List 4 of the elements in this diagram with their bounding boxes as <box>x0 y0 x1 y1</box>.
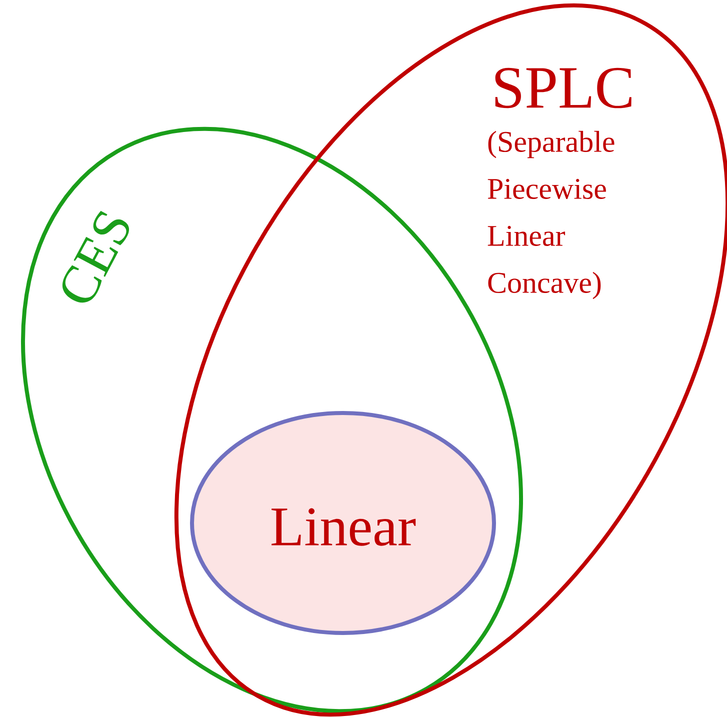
set-label: CES <box>62 210 130 303</box>
set-label: (Separable Piecewise Linear Concave) <box>488 130 614 300</box>
set-label: SPLC <box>495 68 632 108</box>
set-label: Linear <box>272 508 416 546</box>
